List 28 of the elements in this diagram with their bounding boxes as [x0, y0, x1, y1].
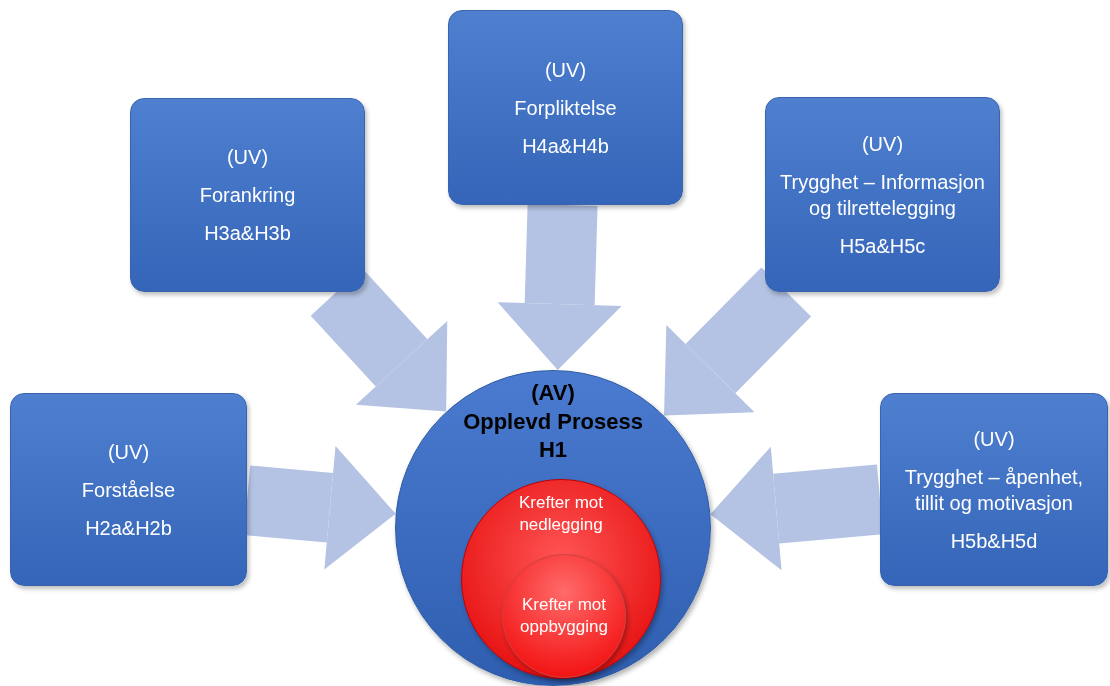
variable-box: [448, 10, 683, 205]
variable-box: [765, 97, 1000, 292]
force-circle: [502, 554, 626, 678]
box-text: Trygghet – åpenhet, tillit og motivasjon: [903, 464, 1085, 516]
box-text: Trygghet – Informasjon og tilrettelegging: [779, 169, 986, 221]
box-text: Forståelse: [81, 477, 176, 503]
box-text: H5b&H5d: [950, 528, 1038, 554]
block-arrow: [497, 204, 622, 371]
circle-text: Krefter mot oppbygging: [519, 593, 609, 638]
box-text: H4a&H4b: [522, 133, 609, 159]
variable-box: [880, 393, 1108, 586]
box-text: (UV): [973, 426, 1015, 452]
variable-box: [130, 98, 365, 292]
circle-text: (AV): [531, 379, 575, 407]
box-text: (UV): [544, 57, 587, 83]
box-text: H3a&H3b: [204, 221, 291, 246]
circle-text: H1: [538, 436, 568, 465]
box-text: (UV): [861, 131, 904, 157]
box-text: Forpliktelse: [514, 95, 617, 121]
box-text: H2a&H2b: [85, 515, 172, 541]
box-text: Forankring: [199, 183, 296, 208]
circle-text: Krefter mot nedlegging: [517, 492, 605, 537]
box-text: (UV): [107, 439, 150, 465]
box-text: H5a&H5c: [839, 233, 926, 259]
box-text: (UV): [226, 145, 269, 170]
variable-box: [10, 393, 247, 586]
circle-text: Opplevd Prosess: [463, 407, 643, 436]
block-arrow: [664, 267, 812, 416]
